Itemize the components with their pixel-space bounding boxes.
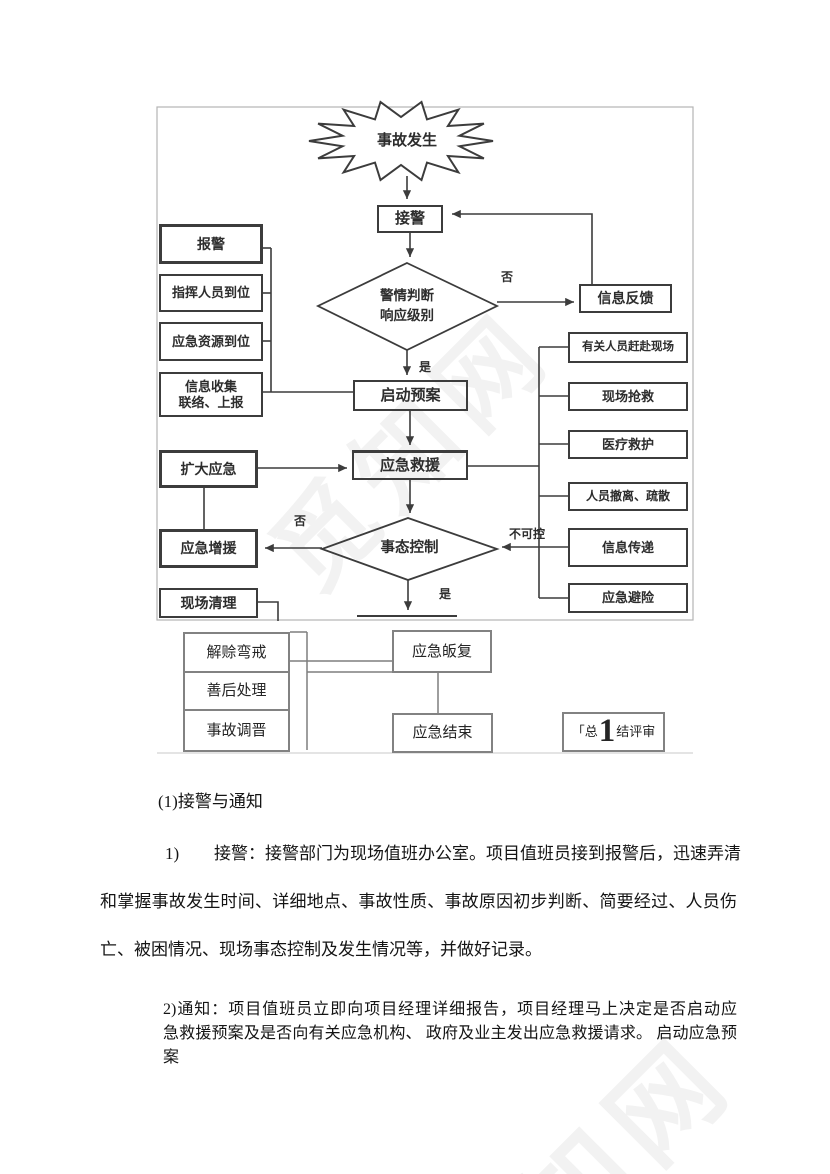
node-reinforcement: 应急增援 [159, 529, 258, 568]
para1-line1-text: 接警：接警部门为现场值班办公室。项目值班员接到报警后，迅速弄清 [214, 844, 741, 863]
node-evacuation: 人员撤离、疏散 [568, 482, 688, 511]
node-recovery: 应急皈复 [392, 630, 492, 673]
node-emergency-avoidance: 应急避险 [568, 583, 688, 613]
flowchart-frame [156, 106, 694, 621]
review-suffix: 结评审 [616, 724, 656, 740]
node-investigation: 事故调晋 [183, 711, 290, 752]
edge-label-uncontrollable: 不可控 [509, 527, 546, 541]
node-report-alarm: 报警 [159, 224, 263, 264]
edge-label-yes1: 是 [419, 360, 432, 374]
review-prefix: 「总 [571, 724, 598, 740]
para2-line1: 2)通知：项目值班员立即向项目经理详细报告，项目经理马上决定是否启动应 [163, 1001, 737, 1018]
cleanup-connector [258, 601, 279, 621]
review-big-glyph: 1 [598, 713, 616, 750]
node-receive-alarm: 接警 [377, 205, 443, 233]
node-scene-rescue: 现场抢救 [568, 382, 688, 411]
node-info-feedback: 信息反馈 [579, 284, 672, 313]
node-medical-aid: 医疗救护 [568, 430, 688, 459]
node-lift-alert: 解赊弯戒 [183, 632, 290, 673]
info-collect-line1: 信息收集 [184, 378, 237, 394]
lower-connectors [290, 631, 439, 750]
section-heading: (1)接警与通知 [158, 792, 263, 811]
node-info-transfer: 信息传递 [568, 528, 688, 567]
para2-line3: 案 [163, 1049, 180, 1066]
situation-control-label: 事态控制 [380, 540, 439, 557]
edge-feedback-to-receive [452, 209, 593, 284]
node-activate-plan: 启动预案 [353, 380, 468, 411]
situation-control-diamond [319, 517, 500, 581]
node-site-cleanup: 现场清理 [159, 588, 258, 618]
para1-line1: 1) 接警：接警部门为现场值班办公室。项目值班员接到报警后，迅速弄清 [165, 839, 741, 864]
edge-label-no2: 否 [294, 514, 307, 528]
info-collect-line2: 联络、上报 [178, 394, 244, 410]
decision-alarm-diamond [315, 262, 500, 352]
para1-line2: 和掌握事故发生时间、详细地点、事故性质、事故原因初步判断、简要经过、人员伤 [100, 892, 737, 911]
node-summary-review: 「总 1 结评审 [562, 712, 665, 752]
node-resources-in-place: 应急资源到位 [159, 322, 263, 361]
para2-line2: 急救援预案及是否向有关应急机构、 政府及业主发出应急救援请求。 启动应急预 [163, 1025, 737, 1042]
node-aftermath: 善后处理 [183, 673, 290, 711]
decision-alarm-line2: 响应级别 [380, 308, 434, 323]
para1-marker: 1) [165, 844, 180, 863]
start-node-label: 事故发生 [376, 131, 437, 149]
decision-alarm-label: 警情判断 响应级别 [315, 263, 499, 349]
node-personnel-to-scene: 有关人员赶赴现场 [568, 332, 688, 363]
node-info-collect: 信息收集 联络、上报 [159, 372, 263, 417]
node-emergency-rescue: 应急救援 [352, 450, 468, 480]
start-burst-shape [308, 100, 494, 182]
edge-label-yes2: 是 [439, 587, 452, 601]
para1-line3: 亡、被困情况、现场事态控制及发生情况等，并做好记录。 [100, 940, 542, 959]
node-emergency-end: 应急结束 [392, 713, 493, 753]
node-expand-emergency: 扩大应急 [159, 450, 258, 488]
edge-label-no1: 否 [501, 270, 514, 284]
connector-lines [203, 176, 593, 621]
node-command-personnel: 指挥人员到位 [159, 274, 263, 312]
decision-alarm-line1: 警情判断 [380, 287, 434, 303]
